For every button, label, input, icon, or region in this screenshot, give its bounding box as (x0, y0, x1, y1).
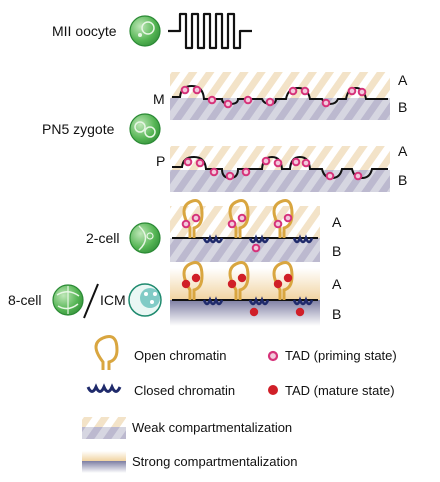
label-compartment-b-8cell: B (332, 306, 342, 322)
band-maternal (170, 72, 390, 120)
cell-icon-mii (129, 15, 161, 47)
legend-closed-chromatin-label: Closed chromatin (134, 383, 236, 398)
legend-tad-mature-icon (268, 385, 278, 395)
tad-priming-group-m (180, 85, 367, 109)
label-mii-oocyte: MII oocyte (52, 23, 117, 39)
label-2-cell: 2-cell (86, 230, 120, 246)
label-compartment-b-m: B (398, 99, 408, 115)
legend-tad-priming-label: TAD (priming state) (285, 348, 397, 363)
legend-tad-priming-icon (267, 350, 279, 362)
legend-weak-label: Weak compartmentalization (132, 420, 293, 435)
label-icm: ICM (100, 292, 126, 308)
closed-coils-8cell (202, 296, 314, 306)
tad-mature-group-8cell (181, 273, 305, 317)
tad-priming-group-p (183, 156, 363, 181)
cell-icon-2cell (129, 222, 161, 254)
label-8-cell: 8-cell (8, 292, 42, 308)
legend-open-chromatin-icon (94, 335, 119, 370)
band-8cell-icm (170, 268, 320, 326)
slash-divider (83, 283, 99, 319)
open-loops-8cell (182, 261, 294, 300)
cell-icon-icm (128, 283, 162, 317)
open-loops-2cell (182, 199, 294, 238)
label-compartment-a-p: A (398, 143, 408, 159)
label-compartment-a-m: A (398, 72, 408, 88)
legend-strong-label: Strong compartmentalization (132, 454, 298, 469)
tad-priming-group-2cell (181, 213, 293, 253)
legend-tad-mature-label: TAD (mature state) (285, 383, 395, 398)
cell-icon-pn5 (129, 113, 161, 145)
legend-open-chromatin-label: Open chromatin (134, 348, 227, 363)
label-compartment-b-p: B (398, 172, 408, 188)
legend-weak-swatch (82, 417, 126, 439)
band-paternal (170, 146, 390, 192)
label-compartment-a-8cell: A (332, 276, 342, 292)
label-compartment-a-2cell: A (332, 214, 342, 230)
closed-coils-2cell (202, 234, 314, 244)
label-pn5-zygote: PN5 zygote (42, 121, 115, 137)
legend-strong-swatch (82, 451, 126, 473)
label-maternal: M (153, 91, 165, 107)
label-paternal: P (156, 153, 166, 169)
cell-icon-8cell (52, 284, 84, 316)
legend-closed-chromatin-icon (86, 383, 122, 393)
mii-chromatin-zigzag (168, 12, 252, 50)
label-compartment-b-2cell: B (332, 243, 342, 259)
